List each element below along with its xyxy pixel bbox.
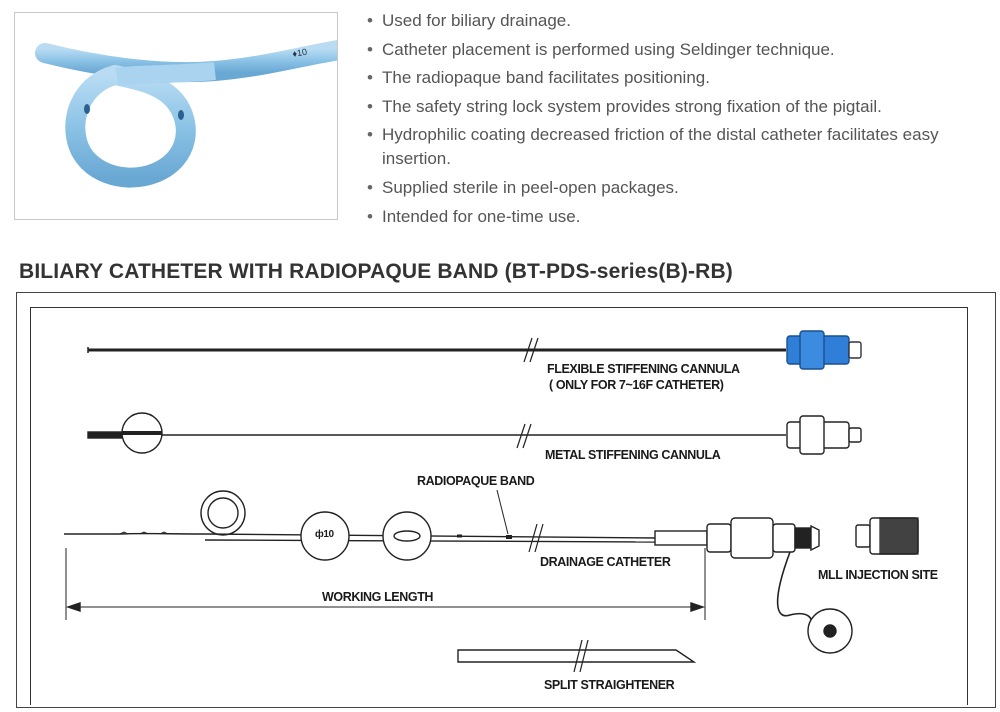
feature-item: Supplied sterile in peel-open packages. xyxy=(366,176,996,200)
product-title: BILIARY CATHETER WITH RADIOPAQUE BAND (B… xyxy=(19,260,733,283)
catheter-photo-illustration: ♦10 xyxy=(35,40,337,188)
feature-item: Used for biliary drainage. xyxy=(366,9,996,33)
mll-injection-site-drawing xyxy=(855,517,919,555)
feature-item: Hydrophilic coating decreased friction o… xyxy=(366,123,996,171)
product-photo: ♦10 xyxy=(14,12,338,220)
split-straightener-drawing xyxy=(457,639,697,673)
feature-item: The safety string lock system provides s… xyxy=(366,95,996,119)
diagram-inner-border xyxy=(30,307,968,705)
label-metal-cannula: METAL STIFFENING CANNULA xyxy=(545,448,721,462)
flexible-cannula-drawing xyxy=(87,330,862,370)
feature-list: Used for biliary drainage. Catheter plac… xyxy=(366,9,996,233)
label-drainage-catheter: DRAINAGE CATHETER xyxy=(540,555,671,569)
size-marker-label: ф10 xyxy=(315,529,334,540)
label-split-straightener: SPLIT STRAIGHTENER xyxy=(544,678,675,692)
working-length-dimension xyxy=(65,548,706,620)
label-working-length: WORKING LENGTH xyxy=(322,590,434,604)
label-radiopaque-band: RADIOPAQUE BAND xyxy=(417,474,535,488)
label-mll-injection-site: MLL INJECTION SITE xyxy=(818,568,938,582)
svg-text:♦10: ♦10 xyxy=(292,47,308,59)
metal-cannula-drawing xyxy=(87,412,862,455)
drainage-catheter-drawing xyxy=(64,489,853,654)
label-flexible-cannula: FLEXIBLE STIFFENING CANNULA xyxy=(547,362,740,376)
feature-item: The radiopaque band facilitates position… xyxy=(366,66,996,90)
label-flexible-cannula-note: ( ONLY FOR 7~16F CATHETER) xyxy=(549,378,724,392)
feature-item: Catheter placement is performed using Se… xyxy=(366,38,996,62)
feature-item: Intended for one-time use. xyxy=(366,205,996,229)
